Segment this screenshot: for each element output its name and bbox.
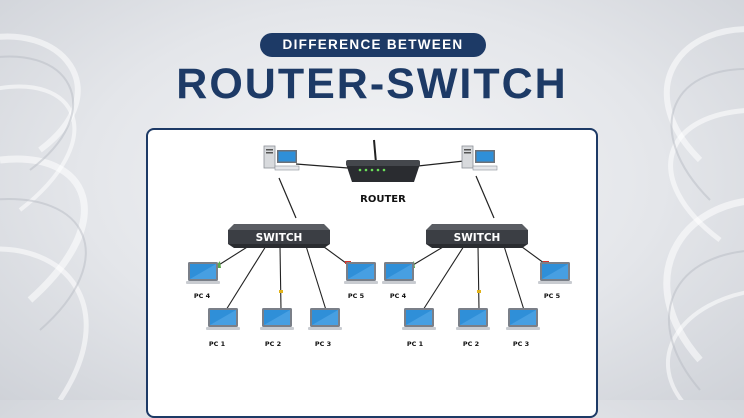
right-pc4-label: PC 4 (390, 292, 407, 300)
right-switch-links (407, 243, 549, 311)
left-pc1 (206, 308, 240, 330)
left-switch-label: SWITCH (256, 232, 303, 244)
left-pc2-label: PC 2 (265, 340, 281, 348)
router-device (346, 139, 420, 182)
page-title: ROUTER-SWITCH (176, 60, 568, 108)
right-pc5 (538, 262, 572, 284)
right-pc3-label: PC 3 (513, 340, 529, 348)
left-pc4-label: PC 4 (194, 292, 211, 300)
background-swirls (0, 55, 744, 391)
left-pc5 (344, 262, 378, 284)
right-switch-label: SWITCH (454, 232, 501, 244)
right-pc3 (506, 308, 540, 330)
right-pc5-label: PC 5 (544, 292, 561, 300)
left-pc1-label: PC 1 (209, 340, 226, 348)
subtitle-badge: DIFFERENCE BETWEEN (260, 33, 486, 57)
left-pc3-label: PC 3 (315, 340, 331, 348)
left-switch-links (213, 243, 351, 311)
left-pc3 (308, 308, 342, 330)
right-switch: SWITCH (426, 224, 528, 248)
top-left-computer (263, 145, 300, 171)
left-pc4 (186, 262, 220, 284)
link-status-markers (214, 261, 549, 293)
router-links (278, 160, 495, 219)
left-switch: SWITCH (228, 224, 330, 248)
right-pc1 (402, 308, 436, 330)
network-diagram-card: ROUTER SWITCH SWITCH PC 4 PC 5 (146, 128, 598, 418)
router-label: ROUTER (360, 194, 406, 205)
right-pc4 (382, 262, 416, 284)
left-pc2 (260, 308, 294, 330)
right-pc2 (456, 308, 490, 330)
top-right-computer (461, 145, 498, 171)
right-pc1-label: PC 1 (407, 340, 424, 348)
left-pc5-label: PC 5 (348, 292, 365, 300)
right-pc2-label: PC 2 (463, 340, 479, 348)
